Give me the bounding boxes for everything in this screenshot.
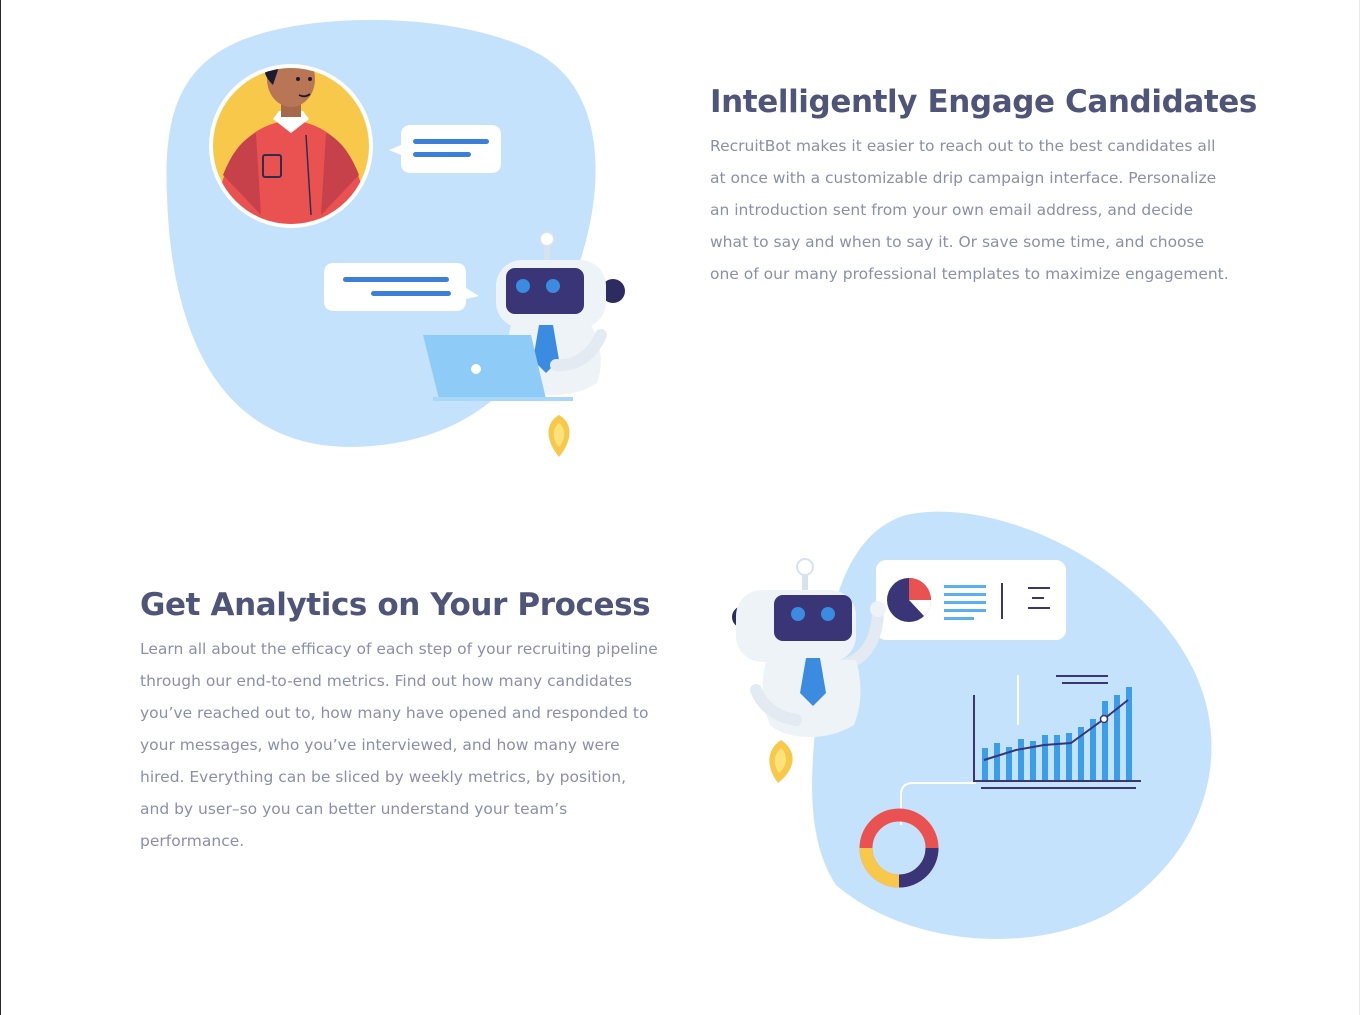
feature-analytics: Get Analytics on Your Process Learn all … [1,480,1360,1015]
analytics-dashboard-illustration [726,505,1226,945]
donut-chart-icon [859,808,939,888]
chat-bubble-icon [324,263,479,311]
laptop-icon [423,335,573,401]
feature-copy: Intelligently Engage Candidates RecruitB… [710,82,1257,290]
feature-engage-candidates: Intelligently Engage Candidates RecruitB… [1,0,1360,480]
chat-bubble-icon [389,125,501,173]
stats-card [876,560,1066,640]
robot-icon [732,558,886,783]
section-title: Intelligently Engage Candidates [710,84,1257,120]
feature-copy: Get Analytics on Your Process Learn all … [140,585,660,857]
candidate-chat-illustration [161,15,641,465]
section-title: Get Analytics on Your Process [140,587,651,623]
candidate-avatar [209,64,373,228]
section-body: RecruitBot makes it easier to reach out … [710,137,1229,283]
bar-chart-icon [973,675,1141,789]
robot-icon [496,231,625,457]
section-body: Learn all about the efficacy of each ste… [140,640,658,850]
